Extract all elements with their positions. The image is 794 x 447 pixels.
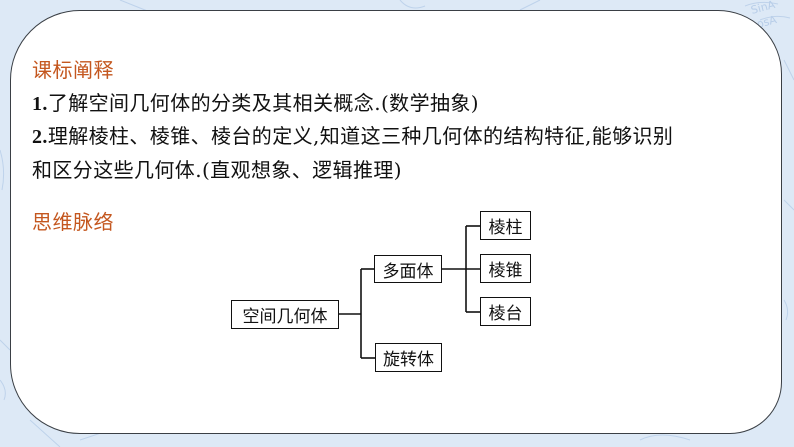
objective-2-continuation: 和区分这些几何体.(直观想象、逻辑推理) (32, 158, 402, 182)
objective-2-number: 2. (32, 126, 48, 148)
node-frustum: 棱台 (480, 297, 531, 326)
node-solid-of-revolution: 旋转体 (375, 343, 442, 372)
objective-2: 2.理解棱柱、棱锥、棱台的定义,知道这三种几何体的结构特征,能够识别 (32, 120, 673, 149)
node-pyramid: 棱锥 (480, 254, 531, 283)
section-heading-mind-map: 思维脉络 (32, 210, 114, 234)
objective-1: 1.了解空间几何体的分类及其相关概念.(数学抽象) (32, 87, 479, 116)
objective-1-number: 1. (32, 93, 48, 115)
objective-2-text: 理解棱柱、棱锥、棱台的定义,知道这三种几何体的结构特征,能够识别 (47, 124, 674, 148)
node-polyhedron: 多面体 (374, 255, 442, 283)
section-heading-curriculum: 课标阐释 (32, 58, 114, 82)
node-spatial-geometry: 空间几何体 (231, 300, 339, 329)
objective-1-text: 了解空间几何体的分类及其相关概念.(数学抽象) (47, 91, 479, 115)
node-prism: 棱柱 (480, 211, 531, 240)
